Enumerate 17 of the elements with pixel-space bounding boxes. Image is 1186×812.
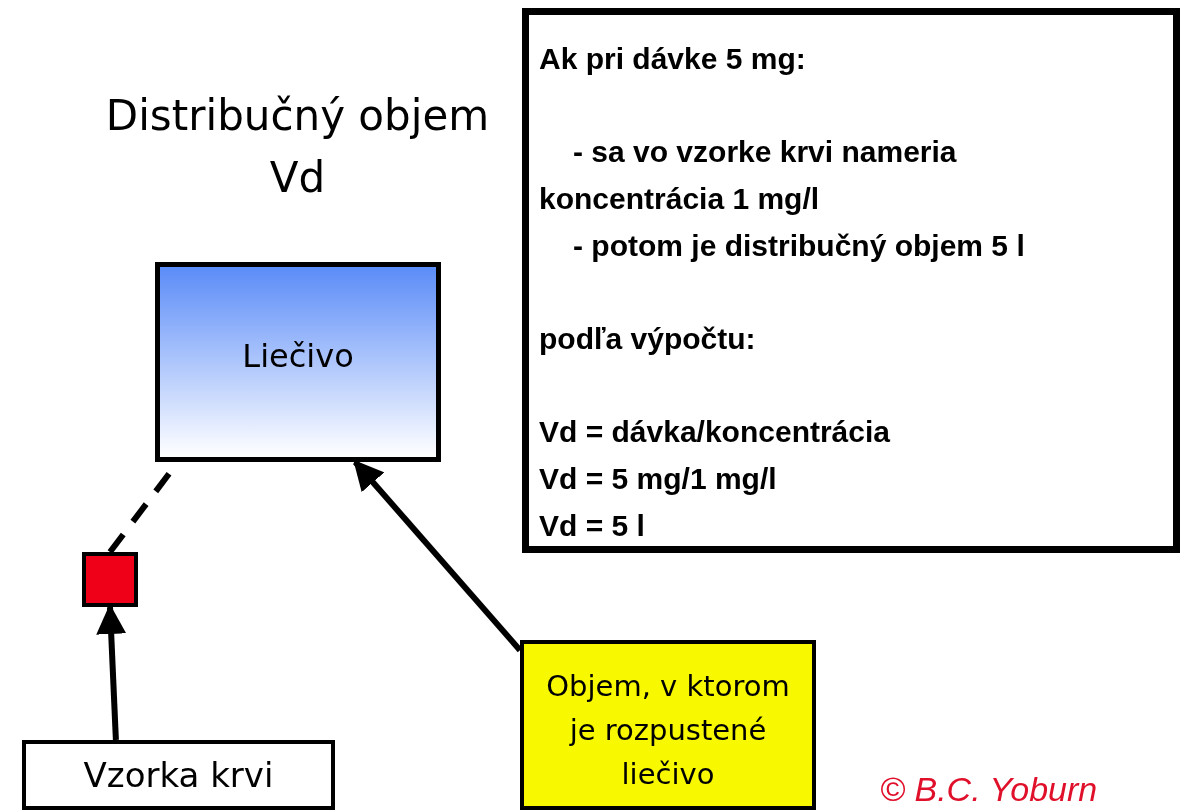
- node-text: Objem, v ktorom je rozpustené liečivo: [545, 668, 791, 793]
- paragraph: - sa vo vzorke krvi nameria koncentrácia 1 mg/l: [539, 134, 958, 217]
- sample-box: [22, 740, 335, 810]
- paragraph: podľa výpočtu:: [539, 321, 757, 357]
- drug-box: [155, 262, 441, 462]
- copyright-note: © B.C. Yoburn: [880, 770, 1098, 809]
- note-box: [520, 640, 816, 810]
- paragraph: Vd = 5 mg/1 mg/l: [539, 461, 778, 497]
- text-panel: [522, 8, 1180, 553]
- empty-box: [82, 552, 138, 607]
- node-text: Vzorka krvi: [83, 755, 274, 795]
- diagram-title: Distribučný objem Vd: [104, 90, 491, 204]
- paragraph: Ak pri dávke 5 mg:: [539, 41, 807, 77]
- node-text: Liečivo: [242, 337, 354, 377]
- paragraph: Vd = dávka/koncentrácia: [539, 414, 891, 450]
- paragraph: - potom je distribučný objem 5 l: [572, 228, 1026, 264]
- paragraph: Vd = 5 l: [539, 508, 646, 544]
